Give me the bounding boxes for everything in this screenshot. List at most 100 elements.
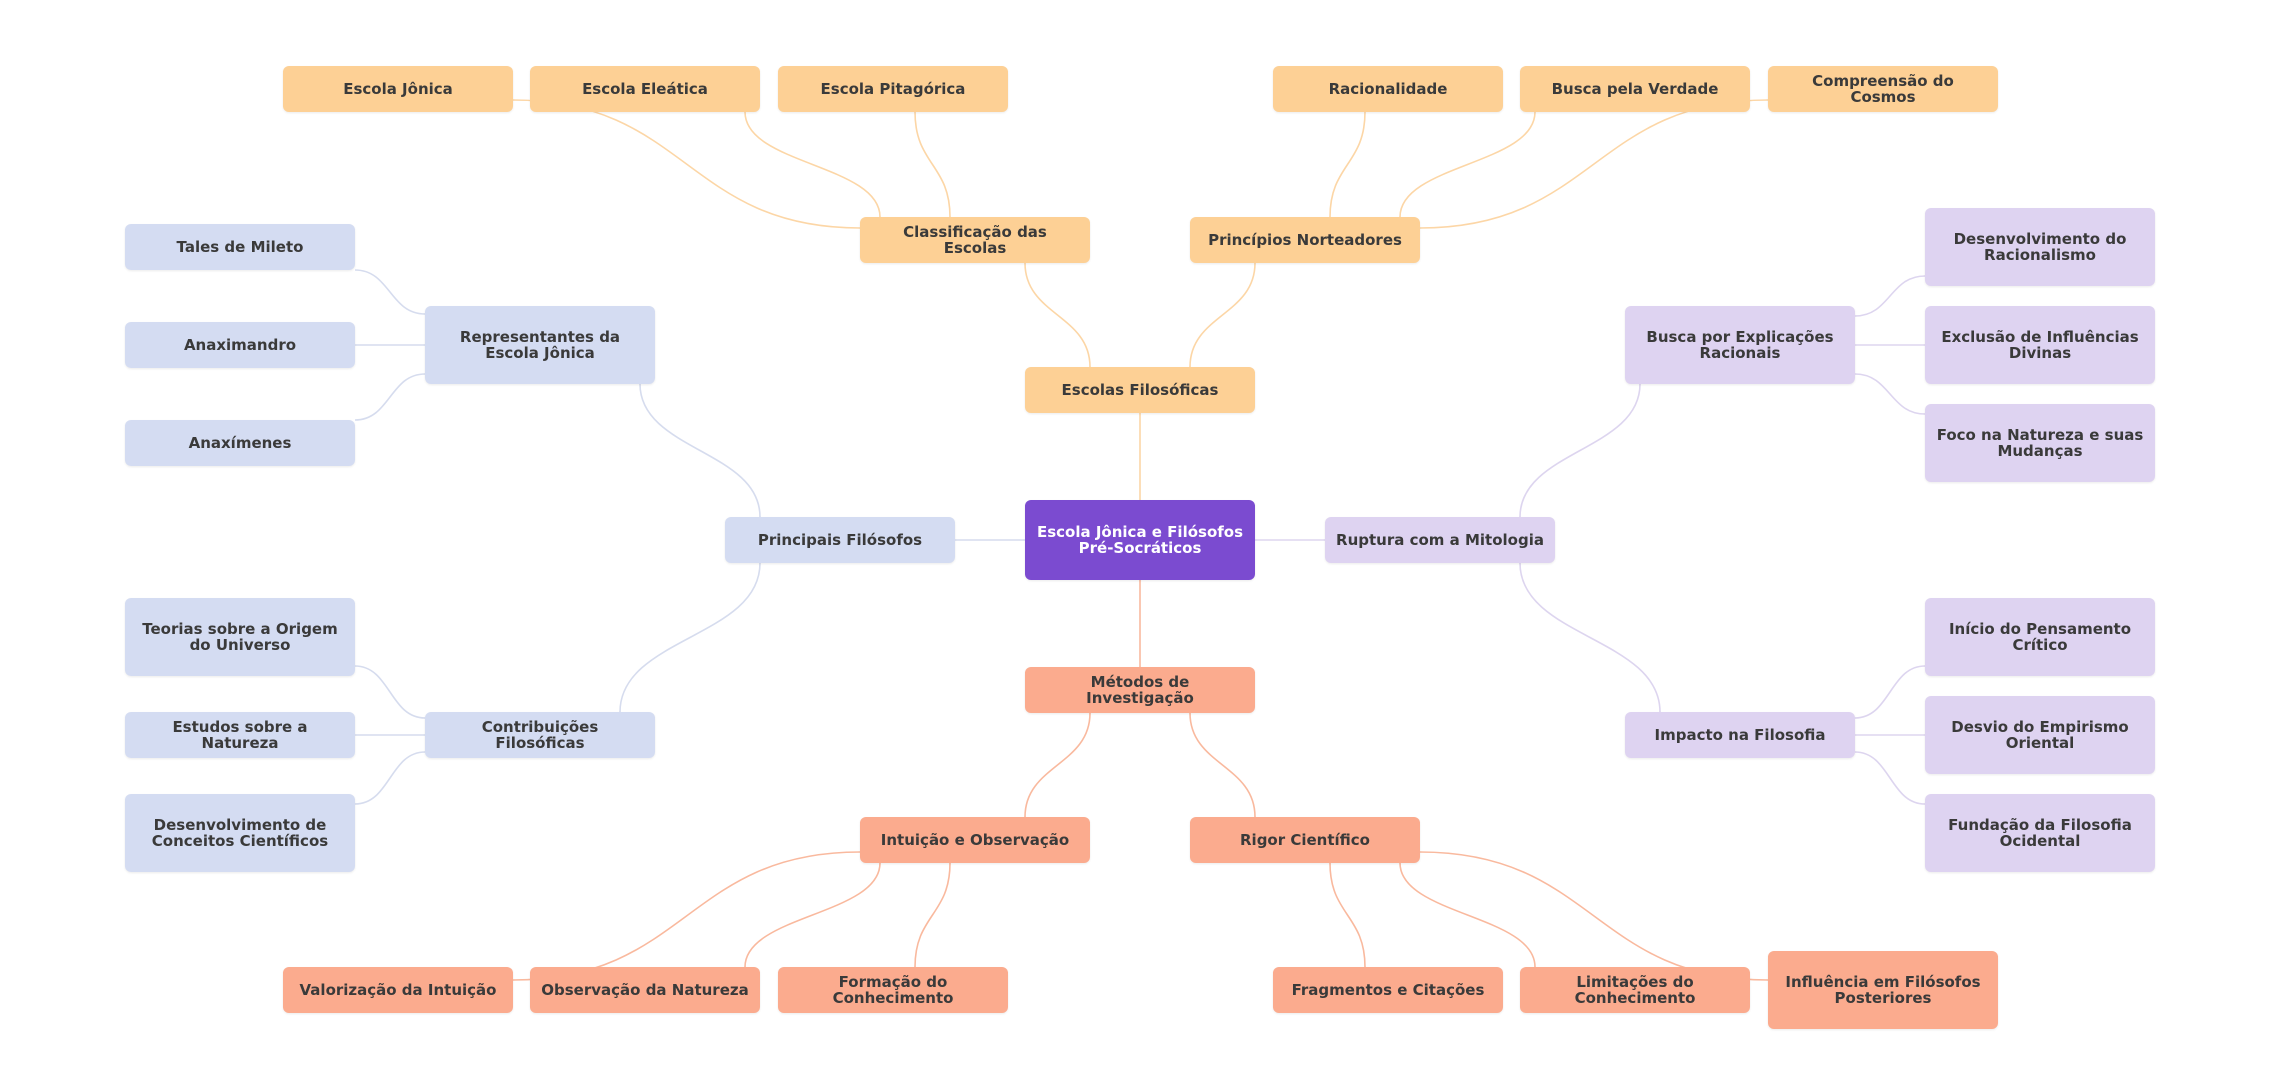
edge-contribuicoes-teorias [354,665,426,719]
node-label: Principais Filósofos [757,531,923,549]
edge-classificacao-jonica [512,99,861,229]
node-contribuicoes-filosoficas[interactable]: Contribuições Filosóficas [425,712,655,758]
edge-impacto-fundacao [1854,751,1926,805]
node-limitacoes-conhecimento[interactable]: Limitações do Conhecimento [1520,967,1750,1013]
edge-intuicao-formacao [914,862,951,968]
node-label: Escola Jônica [343,80,453,98]
node-label: Intuição e Observação [880,831,1070,849]
node-foco-natureza[interactable]: Foco na Natureza e suas Mudanças [1925,404,2155,482]
node-label: Ruptura com a Mitologia [1336,531,1544,549]
edge-ruptura-busca [1519,383,1641,518]
node-metodos-investigacao[interactable]: Métodos de Investigação [1025,667,1255,713]
edge-principios-cosmos [1419,99,1769,229]
node-label: Anaximandro [183,336,297,354]
node-label: Exclusão de Influências Divinas [1941,328,2139,362]
node-intuicao-observacao[interactable]: Intuição e Observação [860,817,1090,863]
node-label: Métodos de Investigação [1086,673,1194,707]
node-label: Busca por Explicações Racionais [1646,328,1834,362]
node-escolas-filosoficas[interactable]: Escolas Filosóficas [1025,367,1255,413]
edge-impacto-inicio [1854,665,1926,719]
node-exclusao-influencias-divinas[interactable]: Exclusão de Influências Divinas [1925,306,2155,384]
node-desvio-empirismo-oriental[interactable]: Desvio do Empirismo Oriental [1925,696,2155,774]
edge-busca-foco [1854,373,1926,415]
node-label: Princípios Norteadores [1208,231,1402,249]
edge-metodos-intuicao [1024,712,1091,818]
node-label: Impacto na Filosofia [1654,726,1826,744]
edge-ruptura-impacto [1519,562,1661,713]
node-label: Racionalidade [1328,80,1448,98]
node-rigor-cientifico[interactable]: Rigor Científico [1190,817,1420,863]
node-label: Escola Eleática [582,80,708,98]
node-escola-jonica[interactable]: Escola Jônica [283,66,513,112]
node-escola-pitagorica[interactable]: Escola Pitagórica [778,66,1008,112]
node-label: Compreensão do Cosmos [1812,72,1954,106]
node-influencia-filosofos-posteriores[interactable]: Influência em Filósofos Posteriores [1768,951,1998,1029]
edge-classificacao-eleatica [744,111,881,218]
node-fundacao-filosofia-ocidental[interactable]: Fundação da Filosofia Ocidental [1925,794,2155,872]
node-teorias-origem-universo[interactable]: Teorias sobre a Origem do Universo [125,598,355,676]
edge-principais-representantes [639,383,761,518]
node-inicio-pensamento-critico[interactable]: Início do Pensamento Crítico [1925,598,2155,676]
edge-principais-contribuicoes [619,562,761,713]
edge-representantes-tales [354,269,426,315]
node-label: Representantes da Escola Jônica [459,328,621,362]
node-compreensao-do-cosmos[interactable]: Compreensão do Cosmos [1768,66,1998,112]
node-label: Valorização da Intuição [299,981,497,999]
edge-principios-racionalidade [1329,111,1366,218]
edge-intuicao-observacao [744,862,881,968]
node-label: Tales de Mileto [176,238,304,256]
node-label: Estudos sobre a Natureza [172,718,308,752]
node-principais-filosofos[interactable]: Principais Filósofos [725,517,955,563]
root-node[interactable]: Escola Jônica e Filósofos Pré-Socráticos [1025,500,1255,580]
edge-rigor-limitacoes [1399,862,1536,968]
node-label: Fragmentos e Citações [1291,981,1485,999]
node-impacto-filosofia[interactable]: Impacto na Filosofia [1625,712,1855,758]
node-anaximandro[interactable]: Anaximandro [125,322,355,368]
node-ruptura-mitologia[interactable]: Ruptura com a Mitologia [1325,517,1555,563]
node-observacao-natureza[interactable]: Observação da Natureza [530,967,760,1013]
node-label: Escola Pitagórica [820,80,966,98]
node-label: Desenvolvimento de Conceitos Científicos [151,816,329,850]
node-label: Rigor Científico [1240,831,1370,849]
node-label: Desvio do Empirismo Oriental [1951,718,2129,752]
node-label: Fundação da Filosofia Ocidental [1948,816,2132,850]
node-busca-explicacoes-racionais[interactable]: Busca por Explicações Racionais [1625,306,1855,384]
node-representantes-escola-jonica[interactable]: Representantes da Escola Jônica [425,306,655,384]
node-label: Teorias sobre a Origem do Universo [142,620,338,654]
node-principios-norteadores[interactable]: Princípios Norteadores [1190,217,1420,263]
node-label: Observação da Natureza [541,981,749,999]
node-racionalidade[interactable]: Racionalidade [1273,66,1503,112]
edge-contribuicoes-desenvolvimento [354,751,426,805]
node-tales-de-mileto[interactable]: Tales de Mileto [125,224,355,270]
edge-escolas-classificacao [1024,262,1091,368]
node-label: Anaxímenes [188,434,292,452]
node-label: Desenvolvimento do Racionalismo [1953,230,2127,264]
node-label: Contribuições Filosóficas [481,718,599,752]
edge-escolas-principios [1189,262,1256,368]
node-fragmentos-citacoes[interactable]: Fragmentos e Citações [1273,967,1503,1013]
node-desenvolvimento-conceitos[interactable]: Desenvolvimento de Conceitos Científicos [125,794,355,872]
root-node-label: Escola Jônica e Filósofos Pré-Socráticos [1036,523,1244,557]
edge-rigor-fragmentos [1329,862,1366,968]
node-label: Busca pela Verdade [1551,80,1719,98]
edge-representantes-anaximenes [354,373,426,421]
node-desenvolvimento-racionalismo[interactable]: Desenvolvimento do Racionalismo [1925,208,2155,286]
node-anaximenes[interactable]: Anaxímenes [125,420,355,466]
edge-busca-desenvolvimento [1854,275,1926,317]
node-label: Classificação das Escolas [903,223,1047,257]
node-label: Limitações do Conhecimento [1574,973,1696,1007]
node-label: Escolas Filosóficas [1061,381,1219,399]
node-label: Formação do Conhecimento [832,973,954,1007]
edge-principios-verdade [1399,111,1536,218]
node-classificacao-das-escolas[interactable]: Classificação das Escolas [860,217,1090,263]
node-formacao-conhecimento[interactable]: Formação do Conhecimento [778,967,1008,1013]
node-escola-eleatica[interactable]: Escola Eleática [530,66,760,112]
node-valorizacao-intuicao[interactable]: Valorização da Intuição [283,967,513,1013]
node-estudos-natureza[interactable]: Estudos sobre a Natureza [125,712,355,758]
node-label: Influência em Filósofos Posteriores [1785,973,1981,1007]
node-label: Início do Pensamento Crítico [1948,620,2132,654]
node-busca-pela-verdade[interactable]: Busca pela Verdade [1520,66,1750,112]
node-label: Foco na Natureza e suas Mudanças [1936,426,2144,460]
